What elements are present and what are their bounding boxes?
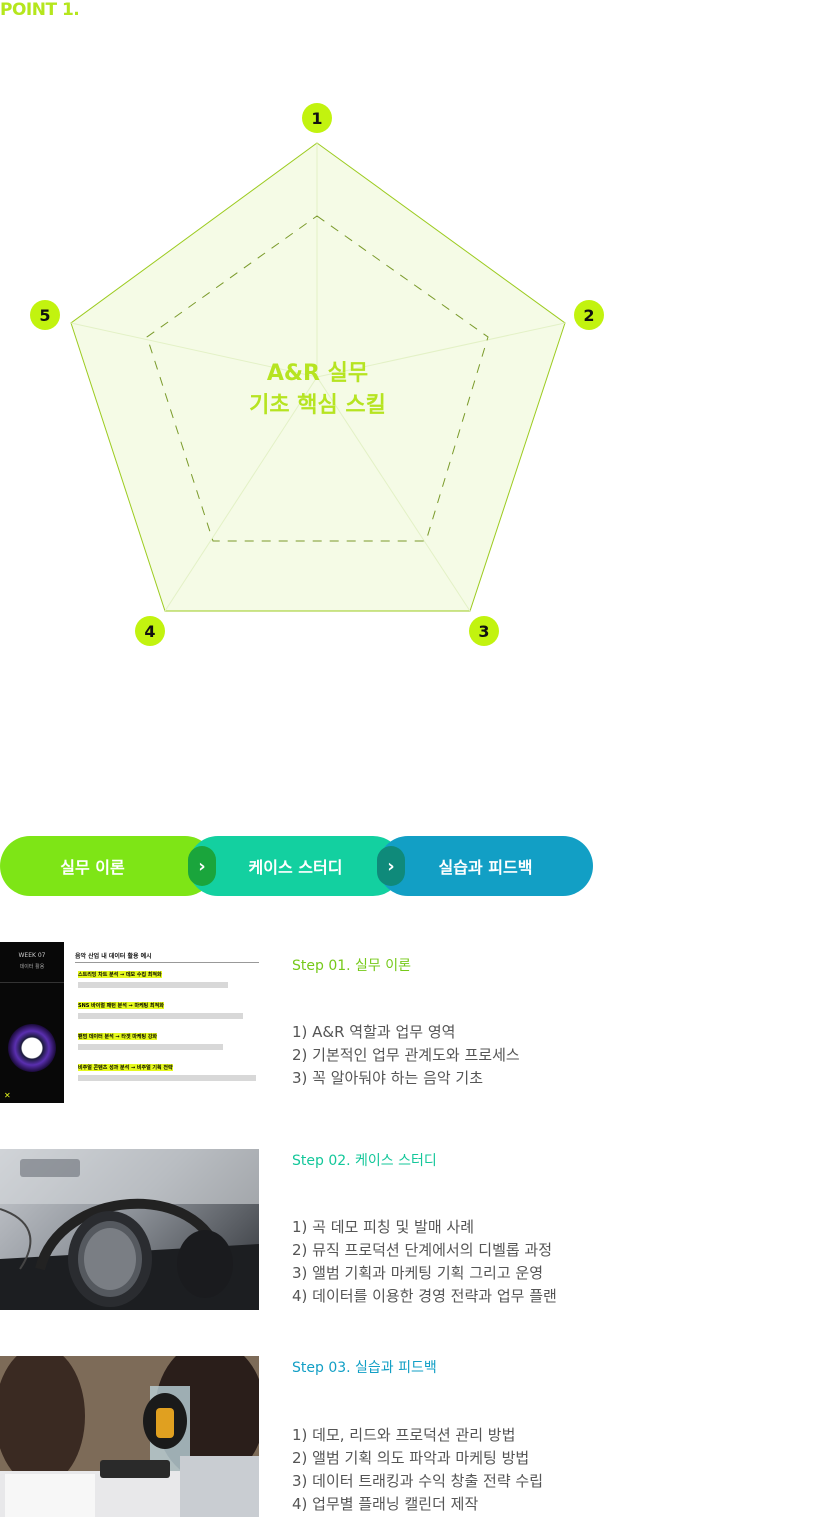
list-item: 4) 업무별 플래닝 캘린더 제작 bbox=[292, 1495, 479, 1513]
axis-badge-1: 1 bbox=[302, 103, 332, 133]
slide-item-1: 스트리밍 차트 분석 → 데모 수집 최적화 bbox=[78, 971, 162, 978]
step-03-title: Step 03. 실습과 피드백 bbox=[292, 1360, 437, 1376]
list-item: 2) 뮤직 프로덕션 단계에서의 디벨롭 과정 bbox=[292, 1241, 553, 1259]
process-step-case-study-label: 케이스 스터디 bbox=[248, 858, 343, 877]
radar-center-title: A&R 실무 기초 핵심 스킬 bbox=[200, 358, 435, 422]
point-label: POINT 1. bbox=[0, 0, 80, 20]
list-item: 1) 곡 데모 피칭 및 발매 사례 bbox=[292, 1218, 475, 1236]
step-01-list: 1) A&R 역할과 업무 영역 2) 기본적인 업무 관계도와 프로세스 3)… bbox=[292, 1021, 520, 1090]
slide-sidebar: WEEK 07 데이터 활용 ✕ bbox=[0, 942, 64, 1103]
radar-inner-dashed bbox=[146, 215, 489, 542]
step-03-list: 1) 데모, 리드와 프로덕션 관리 방법 2) 앨범 기획 의도 파악과 마케… bbox=[292, 1424, 543, 1516]
list-item: 3) 꼭 알아둬야 하는 음악 기초 bbox=[292, 1069, 484, 1087]
step-02-title: Step 02. 케이스 스터디 bbox=[292, 1153, 437, 1169]
list-item: 4) 데이터를 이용한 경영 전략과 업무 플랜 bbox=[292, 1287, 557, 1305]
step-02-list: 1) 곡 데모 피칭 및 발매 사례 2) 뮤직 프로덕션 단계에서의 디벨롭 … bbox=[292, 1216, 557, 1308]
list-item: 3) 데이터 트래킹과 수익 창출 전략 수립 bbox=[292, 1472, 544, 1490]
list-item: 2) 앨범 기획 의도 파악과 마케팅 방법 bbox=[292, 1449, 530, 1467]
radar-center-line1: A&R 실무 bbox=[266, 361, 369, 386]
axis-badge-3: 3 bbox=[469, 616, 499, 646]
process-step-case-study: 케이스 스터디 bbox=[188, 836, 403, 896]
list-item: 1) A&R 역할과 업무 영역 bbox=[292, 1023, 456, 1041]
slide-content: 음악 산업 내 데이터 활용 예시 스트리밍 차트 분석 → 데모 수집 최적화… bbox=[64, 942, 259, 1103]
process-step-theory: 실무 이론 bbox=[0, 836, 215, 896]
skill-radar-chart bbox=[70, 142, 566, 612]
chevron-right-icon: › bbox=[377, 846, 405, 886]
slide-item-2: SNS 바이럴 패턴 분석 → 마케팅 최적화 bbox=[78, 1002, 164, 1009]
axis-badge-2: 2 bbox=[574, 300, 604, 330]
headphones-photo bbox=[0, 1149, 259, 1310]
slide-week: WEEK 07 bbox=[18, 952, 46, 959]
step-01-title: Step 01. 실무 이론 bbox=[292, 958, 412, 974]
radar-spokes bbox=[70, 143, 566, 612]
recording-studio-photo bbox=[0, 1356, 259, 1517]
lecture-slide-image: WEEK 07 데이터 활용 ✕ 음악 산업 내 데이터 활용 예시 스트리밍 … bbox=[0, 942, 259, 1103]
slide-heading: 음악 산업 내 데이터 활용 예시 bbox=[75, 953, 152, 960]
slide-week-subtitle: 데이터 활용 bbox=[19, 964, 45, 970]
process-step-theory-label: 실무 이론 bbox=[60, 858, 125, 877]
axis-badge-4: 4 bbox=[135, 616, 165, 646]
process-step-practice-label: 실습과 피드백 bbox=[438, 858, 533, 877]
process-step-practice: 실습과 피드백 bbox=[378, 836, 593, 896]
chevron-right-icon: › bbox=[188, 846, 216, 886]
slide-logo: ✕ bbox=[4, 1091, 11, 1100]
slide-item-3: 팬덤 데이터 분석 → 타겟 마케팅 강화 bbox=[78, 1033, 158, 1040]
list-item: 2) 기본적인 업무 관계도와 프로세스 bbox=[292, 1046, 520, 1064]
list-item: 3) 앨범 기획과 마케팅 기획 그리고 운영 bbox=[292, 1264, 544, 1282]
slide-orb-graphic bbox=[8, 1024, 56, 1072]
slide-item-4: 비주얼 콘텐츠 성과 분석 → 비주얼 기획 전략 bbox=[78, 1064, 173, 1071]
radar-center-line2: 기초 핵심 스킬 bbox=[249, 393, 386, 418]
studio-illustration bbox=[0, 1356, 259, 1517]
axis-badge-5: 5 bbox=[30, 300, 60, 330]
list-item: 1) 데모, 리드와 프로덕션 관리 방법 bbox=[292, 1426, 516, 1444]
headphones-illustration bbox=[0, 1149, 259, 1310]
